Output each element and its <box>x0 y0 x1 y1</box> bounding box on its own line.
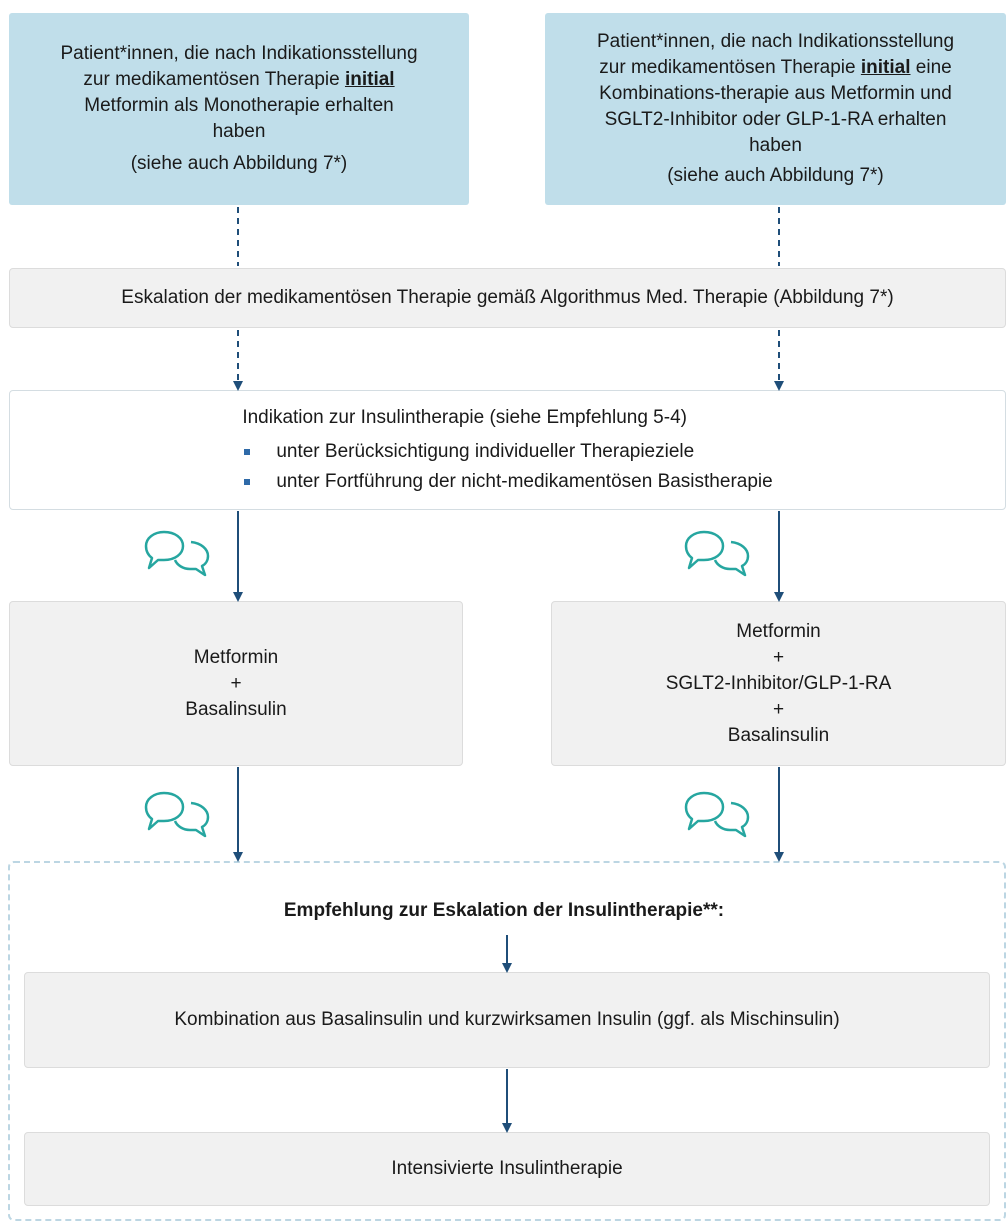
right-initial-box: Patient*innen, die nach Indikationsstell… <box>545 13 1006 205</box>
escalation-text: Eskalation der medikamentösen Therapie g… <box>121 287 894 308</box>
combination-insulin-text: Kombination aus Basalinsulin und kurzwir… <box>174 1009 840 1030</box>
right-combination-box: Metformin + SGLT2-Inhibitor/GLP-1-RA + B… <box>551 601 1006 766</box>
combination-insulin-box: Kombination aus Basalinsulin und kurzwir… <box>24 972 990 1068</box>
left-initial-line3: Metformin als Monotherapie erhalten <box>84 95 394 116</box>
right-initial-line2-pre: zur medikamentösen Therapie <box>599 57 861 78</box>
left-combo-line: Metformin <box>193 646 279 668</box>
right-combo-line: SGLT2-Inhibitor/GLP-1-RA <box>665 672 892 694</box>
left-initial-box: Patient*innen, die nach Indikationsstell… <box>9 13 469 205</box>
left-initial-line2: zur medikamentösen Therapie initial <box>83 67 394 93</box>
right-initial-line3: Kombinations-therapie aus Metformin und <box>599 83 952 104</box>
recommendation-heading: Empfehlung zur Eskalation der Insulinthe… <box>283 900 725 921</box>
recommendation-frame <box>8 861 1006 1221</box>
right-initial-line2: zur medikamentösen Therapie initial eine <box>599 55 951 81</box>
indication-bullet-list: unter Berücksichtigung individueller The… <box>242 437 773 497</box>
indication-bullet: unter Fortführung der nicht-medikamentös… <box>242 467 773 497</box>
right-combo-line: Basalinsulin <box>727 724 830 746</box>
left-initial-line4: haben <box>212 121 266 142</box>
indication-bullet: unter Berücksichtigung individueller The… <box>242 437 772 467</box>
indication-content: Indikation zur Insulintherapie (siehe Em… <box>242 403 772 497</box>
speech-bubbles-icon <box>684 791 750 838</box>
right-initial-line6: (siehe auch Abbildung 7*) <box>667 165 884 186</box>
indication-box: Indikation zur Insulintherapie (siehe Em… <box>9 390 1006 510</box>
left-initial-line2-pre: zur medikamentösen Therapie <box>83 69 345 90</box>
left-combo-line: + <box>230 672 242 694</box>
right-initial-line5: haben <box>749 135 802 156</box>
right-initial-emphasis: initial <box>860 57 911 78</box>
intensified-insulin-box: Intensivierte Insulintherapie <box>24 1132 990 1206</box>
right-combo-line: Metformin <box>736 620 821 642</box>
right-combo-line: + <box>772 698 785 720</box>
right-initial-line2-post: eine <box>910 57 952 78</box>
intensified-insulin-text: Intensivierte Insulintherapie <box>391 1158 623 1179</box>
speech-bubbles-icon <box>684 530 750 577</box>
left-initial-line1: Patient*innen, die nach Indikationsstell… <box>60 43 418 64</box>
right-initial-line4: SGLT2-Inhibitor oder GLP-1-RA erhalten <box>604 109 947 130</box>
indication-title: Indikation zur Insulintherapie (siehe Em… <box>242 407 687 428</box>
left-combo-line: Basalinsulin <box>185 698 287 720</box>
escalation-box: Eskalation der medikamentösen Therapie g… <box>9 268 1006 328</box>
left-initial-line5: (siehe auch Abbildung 7*) <box>130 153 348 174</box>
left-initial-emphasis: initial <box>344 69 395 90</box>
right-initial-line1: Patient*innen, die nach Indikationsstell… <box>596 31 955 52</box>
speech-bubbles-icon <box>144 791 210 838</box>
right-combo-line: + <box>772 646 785 668</box>
left-combination-box: Metformin + Basalinsulin <box>9 601 463 766</box>
speech-bubbles-icon <box>144 530 210 577</box>
